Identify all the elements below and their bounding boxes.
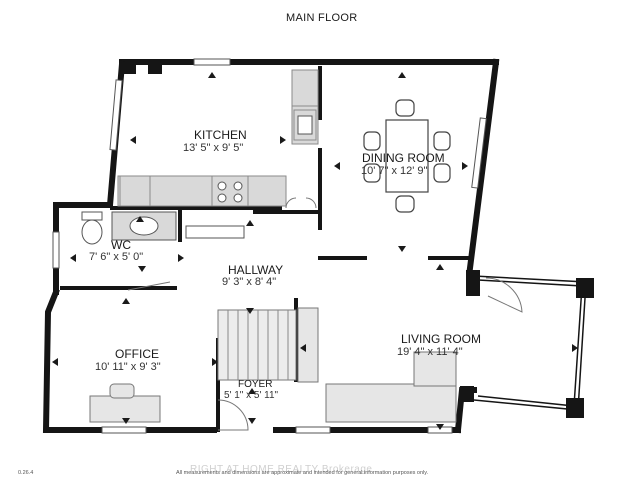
room-name-living-room: LIVING ROOM bbox=[401, 332, 482, 346]
bay-column-2 bbox=[576, 278, 594, 298]
toilet bbox=[81, 219, 103, 245]
dining-table bbox=[385, 119, 429, 193]
bay-column-1 bbox=[466, 270, 480, 296]
disclaimer: All measurements and dimensions are appr… bbox=[176, 470, 429, 476]
version-label: 0.26.4 bbox=[18, 470, 34, 476]
bay-column-4 bbox=[460, 386, 474, 402]
bay-door bbox=[485, 277, 523, 313]
room-name-dining-room: DINING ROOM bbox=[362, 151, 445, 165]
room-name-office: OFFICE bbox=[115, 347, 159, 361]
dining-window bbox=[471, 117, 487, 189]
front-door bbox=[217, 399, 249, 431]
room-name-foyer: FOYER bbox=[238, 379, 273, 390]
tv-console bbox=[297, 307, 319, 383]
room-name-wc: WC bbox=[111, 238, 131, 252]
stove bbox=[211, 175, 249, 207]
room-size-wc: 7' 6" x 5' 0" bbox=[89, 251, 144, 263]
watermark: RIGHT AT HOME REALTY Brokerage bbox=[190, 464, 373, 475]
dining-right-wall bbox=[466, 58, 500, 272]
stairs bbox=[217, 309, 297, 381]
fridge bbox=[291, 69, 319, 107]
living-window-1 bbox=[295, 426, 331, 434]
kitchen-window bbox=[193, 58, 231, 66]
room-size-office: 10' 11" x 9' 3" bbox=[95, 361, 161, 373]
office-window bbox=[101, 426, 147, 434]
office-chair bbox=[109, 383, 135, 399]
dishwasher bbox=[119, 175, 151, 207]
room-size-living-room: 19' 4" x 11' 4" bbox=[397, 346, 463, 358]
office-door bbox=[127, 281, 171, 291]
room-size-foyer: 5' 1" x 5' 11" bbox=[224, 390, 279, 401]
bay-column-3 bbox=[566, 398, 584, 418]
floor-title: MAIN FLOOR bbox=[286, 12, 358, 24]
wc-window bbox=[52, 231, 60, 269]
pantry-doors bbox=[285, 197, 317, 209]
kitchen-pillar bbox=[122, 62, 136, 74]
bay-window-frame bbox=[473, 275, 587, 411]
sofa bbox=[325, 383, 457, 423]
kitchen-side-window bbox=[109, 79, 123, 151]
sofa-chaise bbox=[413, 351, 457, 387]
room-size-hallway: 9' 3" x 8' 4" bbox=[222, 276, 277, 288]
room-name-kitchen: KITCHEN bbox=[194, 128, 247, 142]
room-size-dining-room: 10' 7" x 12' 9" bbox=[361, 165, 428, 177]
kitchen-pillar-2 bbox=[148, 62, 162, 74]
room-name-hallway: HALLWAY bbox=[228, 263, 284, 277]
room-size-kitchen: 13' 5" x 9' 5" bbox=[183, 142, 244, 154]
